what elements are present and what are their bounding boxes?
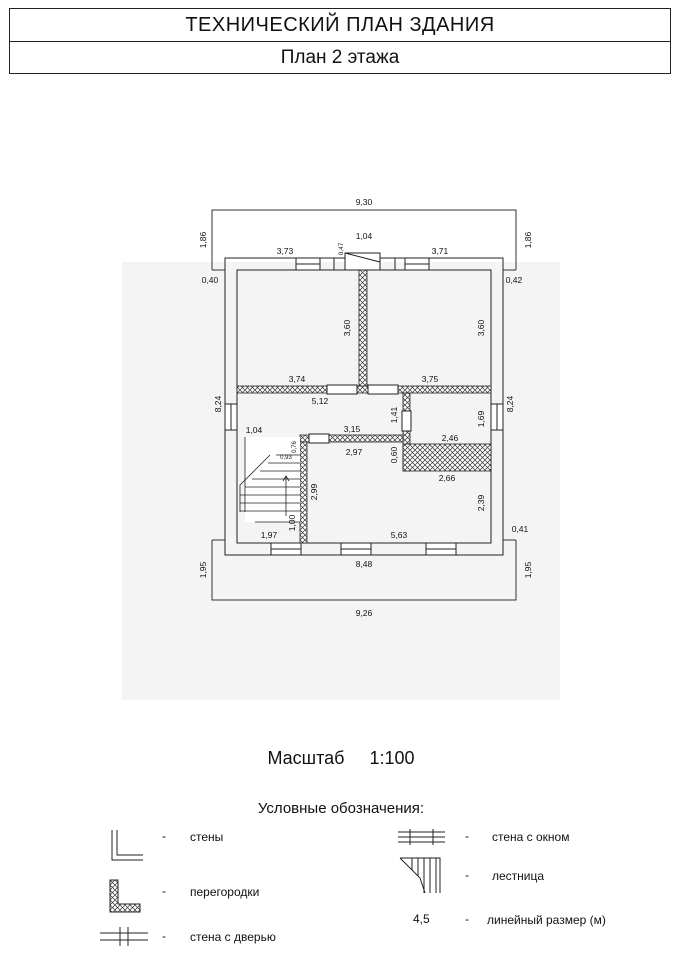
staircase [239,437,300,523]
legend-symbols [100,829,445,946]
dim-corner-tl: 0,40 [202,275,219,285]
dim-stair-len: 1,97 [261,530,278,540]
legend-wall-window-label: стена с окном [492,830,570,844]
legend-title: Условные обозначения: [257,800,425,817]
dim-stair-wall: 2,99 [309,483,319,500]
dim-bath-inner: 2,46 [442,433,459,443]
top-door [333,252,396,271]
dim-right-bottom-offset: 1,95 [523,561,533,578]
dim-room-height-right: 2,39 [476,494,486,511]
dim-top-right-room: 3,71 [432,246,449,256]
legend-partition-symbol [109,879,141,913]
legend-dash: - [465,868,469,882]
dim-inner-bottom: 8,48 [356,559,373,569]
dim-stair-width: 1,04 [246,425,263,435]
windows [224,257,504,556]
dim-top-left-room: 3,73 [277,246,294,256]
dim-left-bottom-offset: 1,95 [198,561,208,578]
dim-left-top-offset: 1,86 [198,231,208,248]
dim-top-door: 1,04 [356,231,373,241]
dim-corridor-width: 5,12 [312,396,329,406]
dim-bath-offset: 0,60 [389,446,399,463]
dim-small-093: 0,93 [280,455,292,461]
dim-overall-bottom: 9,26 [356,608,373,618]
legend-dash: - [162,884,166,898]
partition-doors [308,384,412,444]
dim-overall-top: 9,30 [356,197,373,207]
dim-room-right-height: 3,60 [476,319,486,336]
partitions [236,269,492,544]
dim-bath-height-141: 1,41 [389,406,399,423]
legend-wall-symbol-inner [116,830,143,856]
dimension-labels: 9,30 9,26 8,48 1,86 1,86 1,95 1,95 0,40 … [198,197,533,618]
dim-top-small: 0,47 [338,242,345,255]
scale-label: Масштаб [267,748,345,768]
dim-corner-tr: 0,42 [506,275,523,285]
scale-value: 1:100 [369,748,415,768]
document-title: ТЕХНИЧЕСКИЙ ПЛАН ЗДАНИЯ [9,8,671,42]
legend-dash: - [465,912,469,926]
dim-mid-right-wall: 3,75 [422,374,439,384]
legend-linear-size-label: линейный размер (м) [487,913,606,927]
legend-linear-sample: 4,5 [413,912,430,926]
legend-dash: - [162,829,166,843]
legend-wall-symbol [111,830,143,861]
dim-bath-height-169: 1,69 [476,410,486,427]
dim-small-076: 0,76 [292,441,298,453]
dim-corridor-inner: 2,97 [346,447,363,457]
dim-stair-bottom: 1,00 [287,514,297,531]
scale-row: Масштаб 1:100 [0,748,682,769]
legend-wall-door-label: стена с дверью [190,930,276,944]
legend-window-symbol [398,829,445,845]
legend-door-symbol [100,927,148,946]
dim-bottom-room: 5,63 [391,530,408,540]
dimension-frame [211,209,517,601]
dim-partition-top: 3,15 [344,424,361,434]
dim-left-side: 8,24 [213,395,223,412]
legend-walls-label: стены [190,830,224,844]
dim-mid-left-wall: 3,74 [289,374,306,384]
plan-background [122,262,560,700]
dim-bath-bottom: 2,66 [439,473,456,483]
legend-partitions-label: перегородки [190,885,260,899]
legend-stairs-label: лестница [492,869,545,883]
dim-right-top-offset: 1,86 [523,231,533,248]
dim-room-left-height: 3,60 [342,319,352,336]
legend-dash: - [162,929,166,943]
dim-right-side: 8,24 [505,395,515,412]
floor-plan-subtitle: План 2 этажа [9,42,671,74]
legend-stairs-symbol [399,857,441,894]
dim-corner-br: 0,41 [512,524,529,534]
legend-dash: - [465,829,469,843]
